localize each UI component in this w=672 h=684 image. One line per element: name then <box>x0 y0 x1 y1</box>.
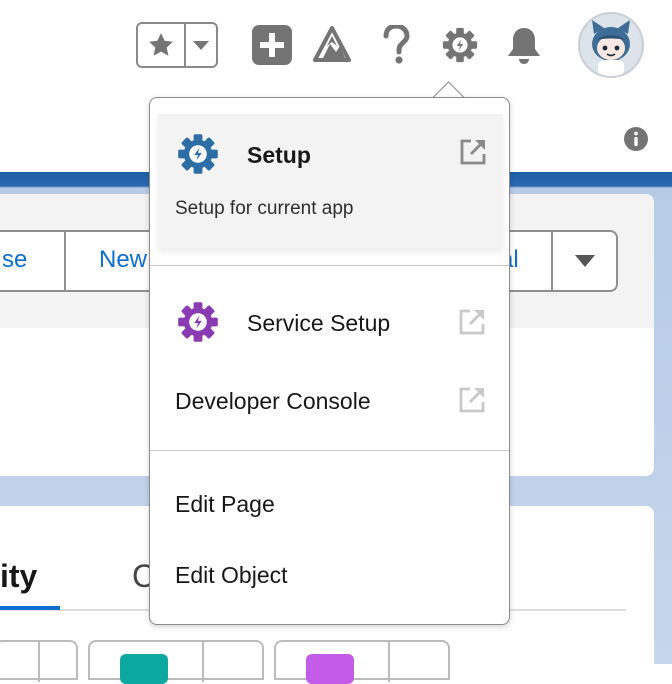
gear-icon <box>442 27 478 63</box>
star-icon <box>149 33 173 56</box>
menu-divider <box>150 450 509 451</box>
tile-divider <box>38 642 40 682</box>
edit-page-label: Edit Page <box>175 491 275 517</box>
action-button-label[interactable]: se <box>2 246 28 273</box>
quick-action-tile[interactable] <box>0 640 78 682</box>
quick-action-tile[interactable] <box>274 640 450 684</box>
edit-object-label: Edit Object <box>175 562 288 588</box>
developer-console-menu-item[interactable]: Developer Console <box>150 368 509 434</box>
tile-divider <box>202 642 204 682</box>
setup-title: Setup <box>247 142 311 168</box>
quick-action-tile[interactable] <box>88 640 264 684</box>
log-call-icon <box>120 654 168 684</box>
edit-object-menu-item[interactable]: Edit Object <box>150 544 509 606</box>
event-icon <box>306 654 354 684</box>
tab-activity[interactable]: ity <box>0 558 38 594</box>
chevron-down-icon <box>193 41 209 50</box>
edit-page-menu-item[interactable]: Edit Page <box>150 473 509 535</box>
developer-console-label: Developer Console <box>175 388 371 414</box>
tile-divider <box>388 642 390 682</box>
plus-icon <box>252 25 292 65</box>
setup-subtitle: Setup for current app <box>175 198 354 219</box>
bell-icon <box>508 28 540 64</box>
setup-gear-icon <box>178 134 218 174</box>
new-button-label[interactable]: New <box>99 246 148 273</box>
service-setup-menu-item[interactable]: Service Setup <box>150 288 509 354</box>
favorites-dropdown-button[interactable] <box>186 24 216 66</box>
avatar-astro-icon <box>592 20 630 76</box>
active-tab-indicator <box>0 606 60 610</box>
user-avatar[interactable] <box>578 12 644 78</box>
external-link-icon <box>460 139 486 165</box>
trailhead-button[interactable] <box>310 24 354 66</box>
favorites-button-group <box>136 22 218 68</box>
button-divider <box>551 232 553 290</box>
button-divider <box>64 232 66 290</box>
favorites-button[interactable] <box>138 24 186 66</box>
global-actions-button[interactable] <box>251 24 293 66</box>
info-icon <box>624 127 648 151</box>
more-actions-button[interactable] <box>553 232 616 290</box>
help-icon <box>383 25 410 64</box>
chevron-down-icon <box>574 255 595 267</box>
menu-divider <box>150 265 509 266</box>
info-button[interactable] <box>623 126 649 157</box>
external-link-icon <box>459 387 485 413</box>
help-button[interactable] <box>381 24 411 66</box>
external-link-icon <box>459 309 485 335</box>
service-setup-label: Service Setup <box>247 310 391 336</box>
setup-gear-button[interactable] <box>440 24 480 66</box>
setup-menu-item[interactable]: Setup Setup for current app <box>158 114 503 248</box>
service-setup-gear-icon <box>178 302 218 342</box>
trailhead-icon <box>313 26 351 62</box>
notifications-button[interactable] <box>504 24 544 66</box>
setup-menu: Setup Setup for current app Ser <box>149 97 510 625</box>
